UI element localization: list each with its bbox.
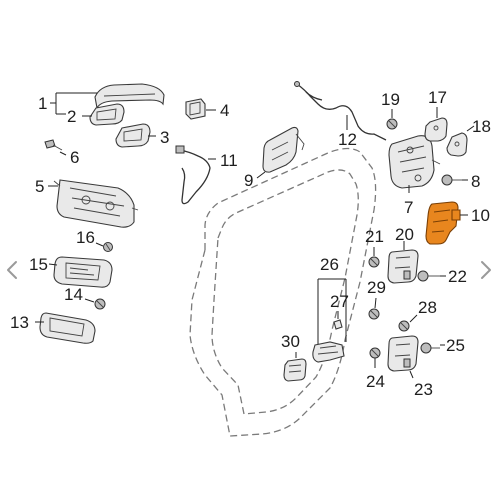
callout-26: 26 [320, 255, 339, 274]
callout-12: 12 [338, 130, 357, 149]
callout-27: 27 [330, 292, 349, 311]
callout-20: 20 [395, 225, 414, 244]
callout-29: 29 [367, 278, 386, 297]
lower-hinge-23 [387, 335, 419, 372]
callout-19: 19 [381, 90, 400, 109]
callout-28-leader [409, 314, 418, 323]
inner-handle-housing [53, 256, 113, 288]
callout-8: 8 [471, 172, 480, 191]
handle-end-cap [185, 98, 206, 120]
handle-release-cable [175, 145, 211, 205]
clip-27 [333, 319, 343, 330]
callout-10: 10 [471, 206, 490, 225]
callout-15: 15 [29, 255, 48, 274]
callout-23-leader [409, 370, 414, 379]
bolt-14 [94, 298, 106, 310]
callout-4: 4 [220, 101, 229, 120]
upper-hinge-20 [387, 249, 419, 284]
callout-23: 23 [414, 380, 433, 399]
callout-17: 17 [428, 88, 447, 107]
callout-5: 5 [35, 177, 44, 196]
door-lock-latch [388, 135, 441, 189]
callout-28: 28 [418, 298, 437, 317]
callout-15-leader [48, 263, 58, 266]
inner-door-handle [39, 312, 96, 344]
callout-9: 9 [244, 171, 253, 190]
callout-16: 16 [76, 228, 95, 247]
previous-arrow-icon[interactable] [7, 261, 17, 279]
bolt-8 [441, 174, 462, 186]
bolt-21 [368, 256, 380, 268]
callout-25: 25 [446, 336, 465, 355]
bolt-16 [103, 242, 113, 252]
outer-door-handle [94, 83, 165, 110]
callout-22: 22 [448, 267, 467, 286]
callout-29-leader [374, 297, 377, 309]
callout-6: 6 [70, 148, 79, 167]
callout-1: 1 [38, 94, 47, 113]
callout-9-leader [256, 171, 266, 179]
handle-insert [115, 123, 151, 148]
highlighted-hinge-10 [425, 201, 461, 245]
callout-21: 21 [365, 227, 384, 246]
callout-11: 11 [220, 151, 238, 170]
callout-6-leader [59, 151, 67, 156]
callout-24: 24 [366, 372, 385, 391]
lock-cable [294, 81, 387, 141]
handle-carrier [53, 179, 139, 228]
bolt-28 [398, 320, 410, 332]
check-strap-26 [312, 341, 345, 363]
connector-30 [283, 358, 307, 382]
bolt-22 [417, 270, 440, 282]
striker-plate-17 [424, 117, 448, 142]
bolt-24 [369, 347, 381, 359]
callout-14: 14 [64, 285, 83, 304]
bolt-19 [386, 118, 398, 130]
callout-2: 2 [67, 107, 76, 126]
bolt-29 [368, 308, 380, 320]
lock-cover-18 [446, 132, 468, 157]
callout-18: 18 [472, 117, 491, 136]
bolt-25 [420, 342, 440, 354]
callout-13: 13 [10, 313, 29, 332]
callout-30: 30 [281, 332, 300, 351]
callout-16-leader [95, 242, 104, 247]
callout-3: 3 [160, 128, 169, 147]
callout-14-leader [84, 298, 95, 303]
next-arrow-icon[interactable] [481, 261, 491, 279]
callout-18-leader [466, 125, 475, 132]
door-outline [189, 147, 377, 437]
screw-6 [44, 139, 63, 151]
handle-bezel [89, 103, 125, 126]
lock-bracket [262, 126, 305, 173]
callout-7: 7 [404, 198, 413, 217]
